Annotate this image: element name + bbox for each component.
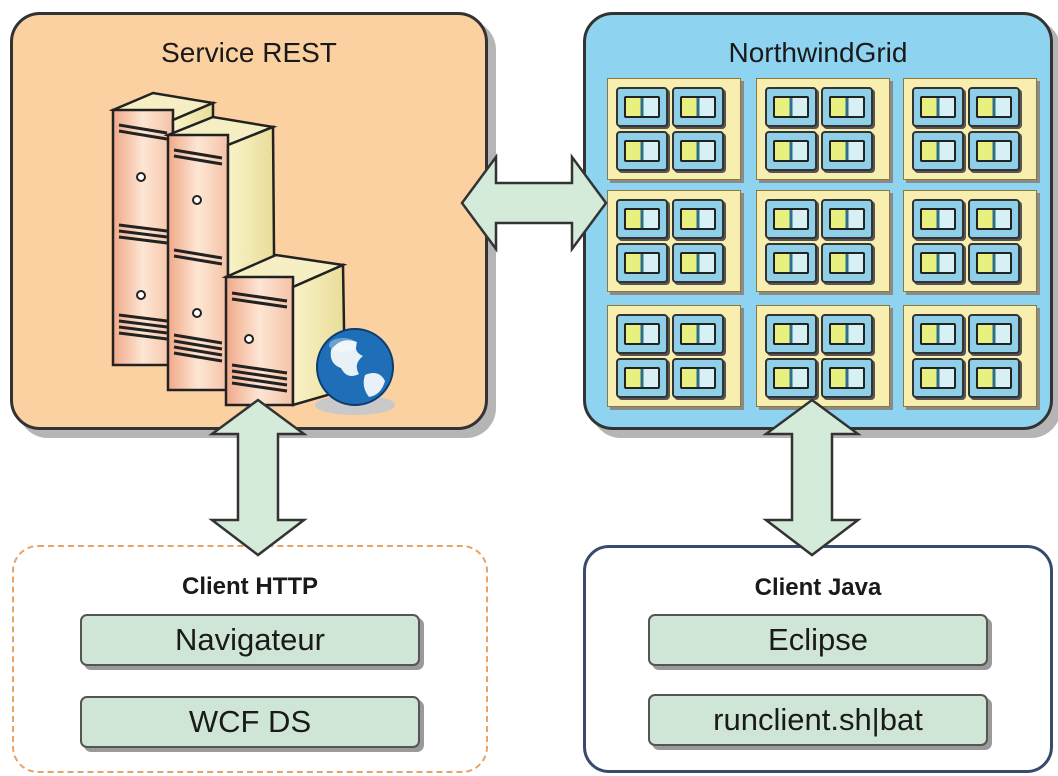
grid-cluster bbox=[607, 190, 741, 292]
grid-node-icon bbox=[968, 131, 1020, 171]
grid-cluster bbox=[903, 190, 1037, 292]
rest-service-box: Service REST bbox=[10, 12, 488, 430]
grid-node-icon bbox=[765, 87, 817, 127]
grid-node-icon bbox=[968, 199, 1020, 239]
grid-node-icon bbox=[821, 314, 873, 354]
grid-node-icon bbox=[912, 358, 964, 398]
grid-node-icon bbox=[765, 243, 817, 283]
rest-service-title: Service REST bbox=[161, 37, 337, 68]
grid-cluster bbox=[756, 78, 890, 180]
grid-node-icon bbox=[968, 358, 1020, 398]
server-stack-icon bbox=[108, 91, 395, 415]
grid-cluster bbox=[903, 78, 1037, 180]
grid-node-icon bbox=[821, 243, 873, 283]
java-client-title: Client Java bbox=[754, 574, 882, 601]
grid-node-icon bbox=[672, 243, 724, 283]
navigateur-item: Navigateur bbox=[80, 614, 420, 666]
grid-node-icon bbox=[968, 314, 1020, 354]
grid-cluster bbox=[607, 78, 741, 180]
grid-cluster bbox=[756, 190, 890, 292]
grid-node-icon bbox=[821, 131, 873, 171]
grid-node-icon bbox=[616, 314, 668, 354]
grid-node-icon bbox=[912, 199, 964, 239]
grid-title: NorthwindGrid bbox=[728, 37, 908, 68]
grid-node-icon bbox=[821, 87, 873, 127]
grid-node-icon bbox=[912, 87, 964, 127]
grid-node-icon bbox=[672, 131, 724, 171]
grid-node-icon bbox=[821, 358, 873, 398]
java-client-box: Client Java Eclipse runclient.sh|bat bbox=[583, 545, 1053, 773]
grid-node-icon bbox=[765, 314, 817, 354]
grid-node-icon bbox=[821, 199, 873, 239]
grid-node-icon bbox=[616, 199, 668, 239]
grid-cluster bbox=[607, 305, 741, 407]
grid-node-icon bbox=[672, 199, 724, 239]
grid-node-icon bbox=[616, 131, 668, 171]
grid-node-icon bbox=[765, 358, 817, 398]
grid-node-icon bbox=[616, 358, 668, 398]
grid-node-icon bbox=[968, 87, 1020, 127]
grid-node-icon bbox=[616, 87, 668, 127]
grid-cluster bbox=[903, 305, 1037, 407]
grid-node-icon bbox=[912, 131, 964, 171]
grid-node-icon bbox=[912, 243, 964, 283]
grid-cluster bbox=[756, 305, 890, 407]
eclipse-item: Eclipse bbox=[648, 614, 988, 666]
grid-node-icon bbox=[912, 314, 964, 354]
grid-node-icon bbox=[765, 131, 817, 171]
grid-node-icon bbox=[672, 358, 724, 398]
runclient-item: runclient.sh|bat bbox=[648, 694, 988, 746]
grid-node-icon bbox=[765, 199, 817, 239]
grid-node-icon bbox=[672, 87, 724, 127]
grid-node-icon bbox=[968, 243, 1020, 283]
wcf-ds-item: WCF DS bbox=[80, 696, 420, 748]
http-client-title: Client HTTP bbox=[182, 573, 318, 600]
http-client-box: Client HTTP Navigateur WCF DS bbox=[12, 545, 488, 773]
grid-node-icon bbox=[616, 243, 668, 283]
grid-node-icon bbox=[672, 314, 724, 354]
